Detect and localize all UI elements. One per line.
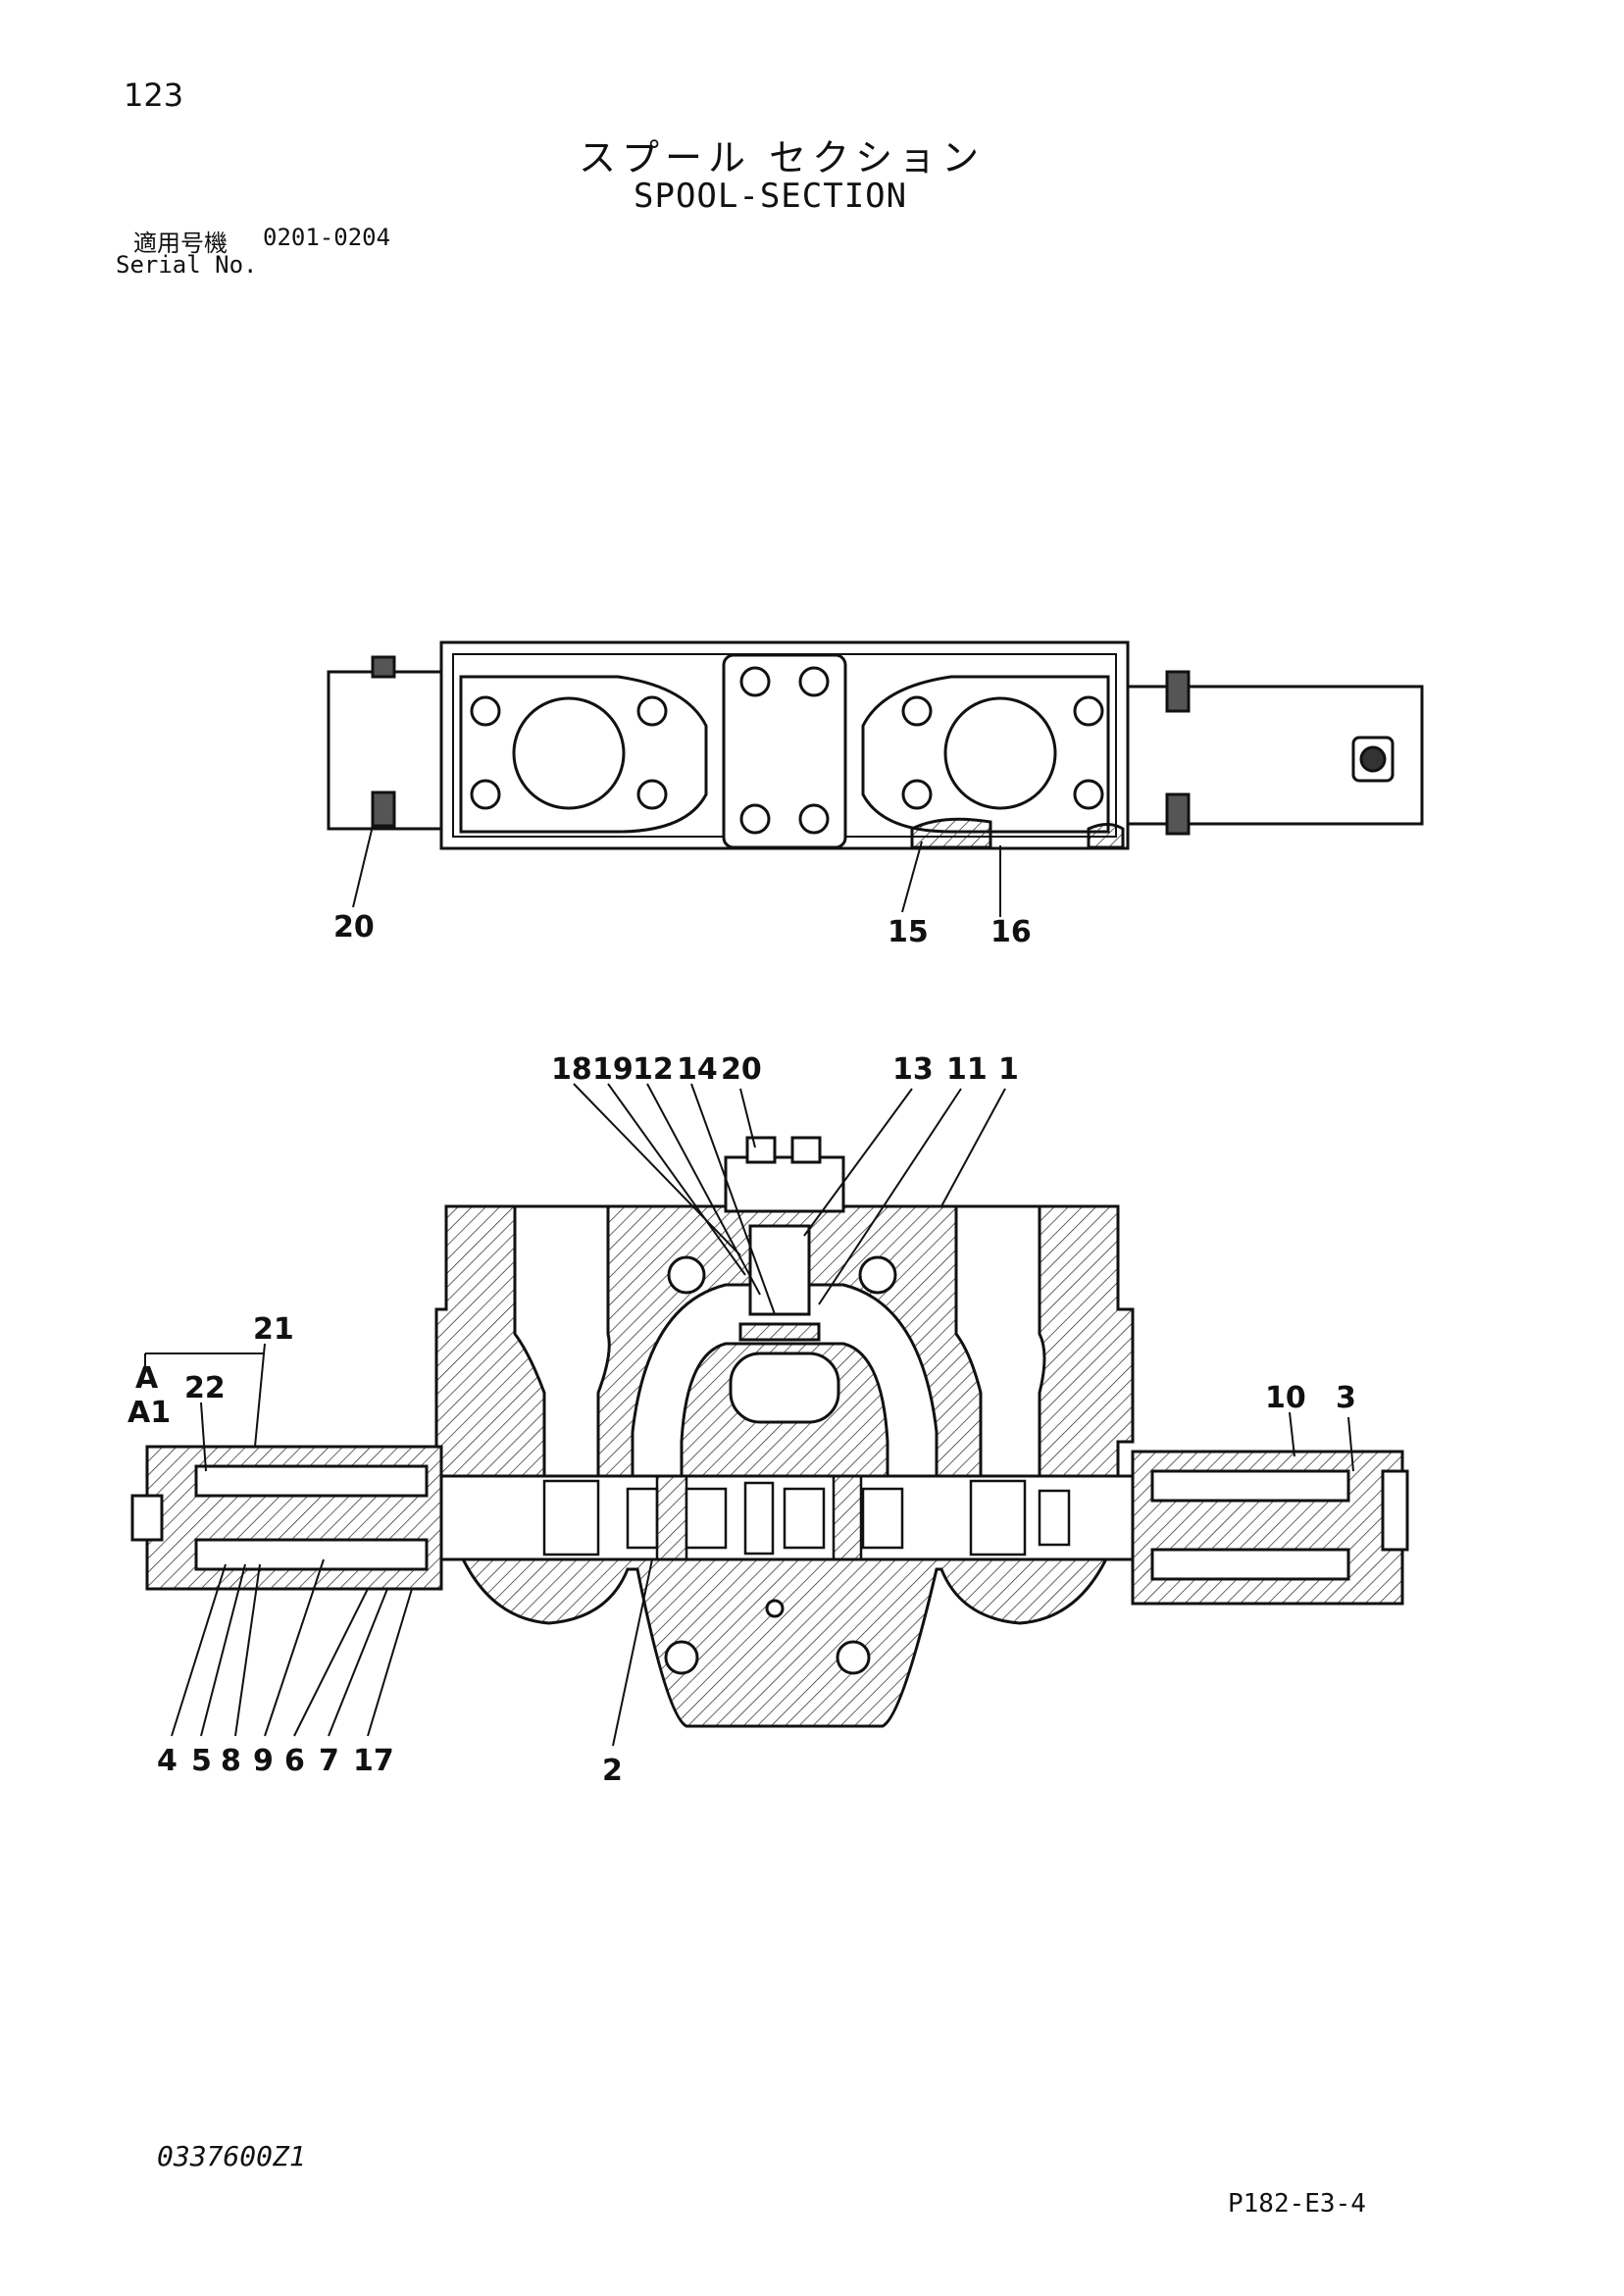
- callout-label: A1: [127, 1396, 171, 1430]
- callout-label: 10: [1265, 1381, 1306, 1415]
- top-view-drawing: [327, 640, 1424, 917]
- serial-label-english: Serial No.: [116, 251, 258, 279]
- callout-label: 15: [888, 915, 929, 949]
- top-view-callouts: 20 15 16: [333, 910, 1032, 949]
- callout-label: 4: [157, 1744, 178, 1778]
- right-cap-nut-bottom: [1165, 792, 1191, 836]
- callout-label: 13: [892, 1052, 934, 1087]
- callout-label: 20: [333, 910, 375, 944]
- serial-range: 0201-0204: [263, 224, 391, 251]
- callout-label: 16: [990, 915, 1032, 949]
- left-cap-nut-bottom: [371, 791, 396, 828]
- callout-label: 8: [221, 1744, 241, 1778]
- page-number: 123: [124, 77, 184, 114]
- callout-label: 7: [319, 1744, 339, 1778]
- callout-label: 20: [721, 1052, 762, 1087]
- callout-label: 22: [184, 1371, 226, 1405]
- page-reference: P182-E3-4: [1228, 2189, 1366, 2219]
- document-code: 0337600Z1: [157, 2140, 306, 2172]
- left-cap-nut-top: [371, 655, 396, 679]
- callout-label: 18: [551, 1052, 592, 1087]
- right-port: [943, 696, 1057, 810]
- section-view-callouts: 18 19 12 14 20 13 11 1 21 A A1 22 10 3 4…: [127, 1052, 1356, 1788]
- title-japanese: スプール セクション: [579, 136, 986, 179]
- top-hatch-cut: [910, 817, 992, 849]
- callout-label: 14: [677, 1052, 718, 1087]
- section-view-drawing: [130, 1083, 1409, 1747]
- callout-label: 3: [1336, 1381, 1356, 1415]
- right-cap-nut-top: [1165, 670, 1191, 713]
- center-plate: [722, 653, 847, 849]
- serial-label-japanese: 適用号機: [133, 230, 228, 257]
- callout-label: 12: [633, 1052, 674, 1087]
- callout-label: 9: [253, 1744, 274, 1778]
- callout-label: 19: [592, 1052, 634, 1087]
- callout-label: 5: [191, 1744, 212, 1778]
- callout-label: 1: [998, 1052, 1019, 1087]
- title-english: SPOOL-SECTION: [634, 177, 908, 216]
- callout-label: 6: [284, 1744, 305, 1778]
- callout-label: 17: [353, 1744, 394, 1778]
- callout-label: 21: [253, 1312, 294, 1347]
- callout-label: 11: [946, 1052, 988, 1087]
- left-port: [512, 696, 626, 810]
- right-cap-plug-head: [1359, 745, 1387, 773]
- callout-label: 2: [602, 1754, 623, 1788]
- callout-label: A: [135, 1361, 159, 1396]
